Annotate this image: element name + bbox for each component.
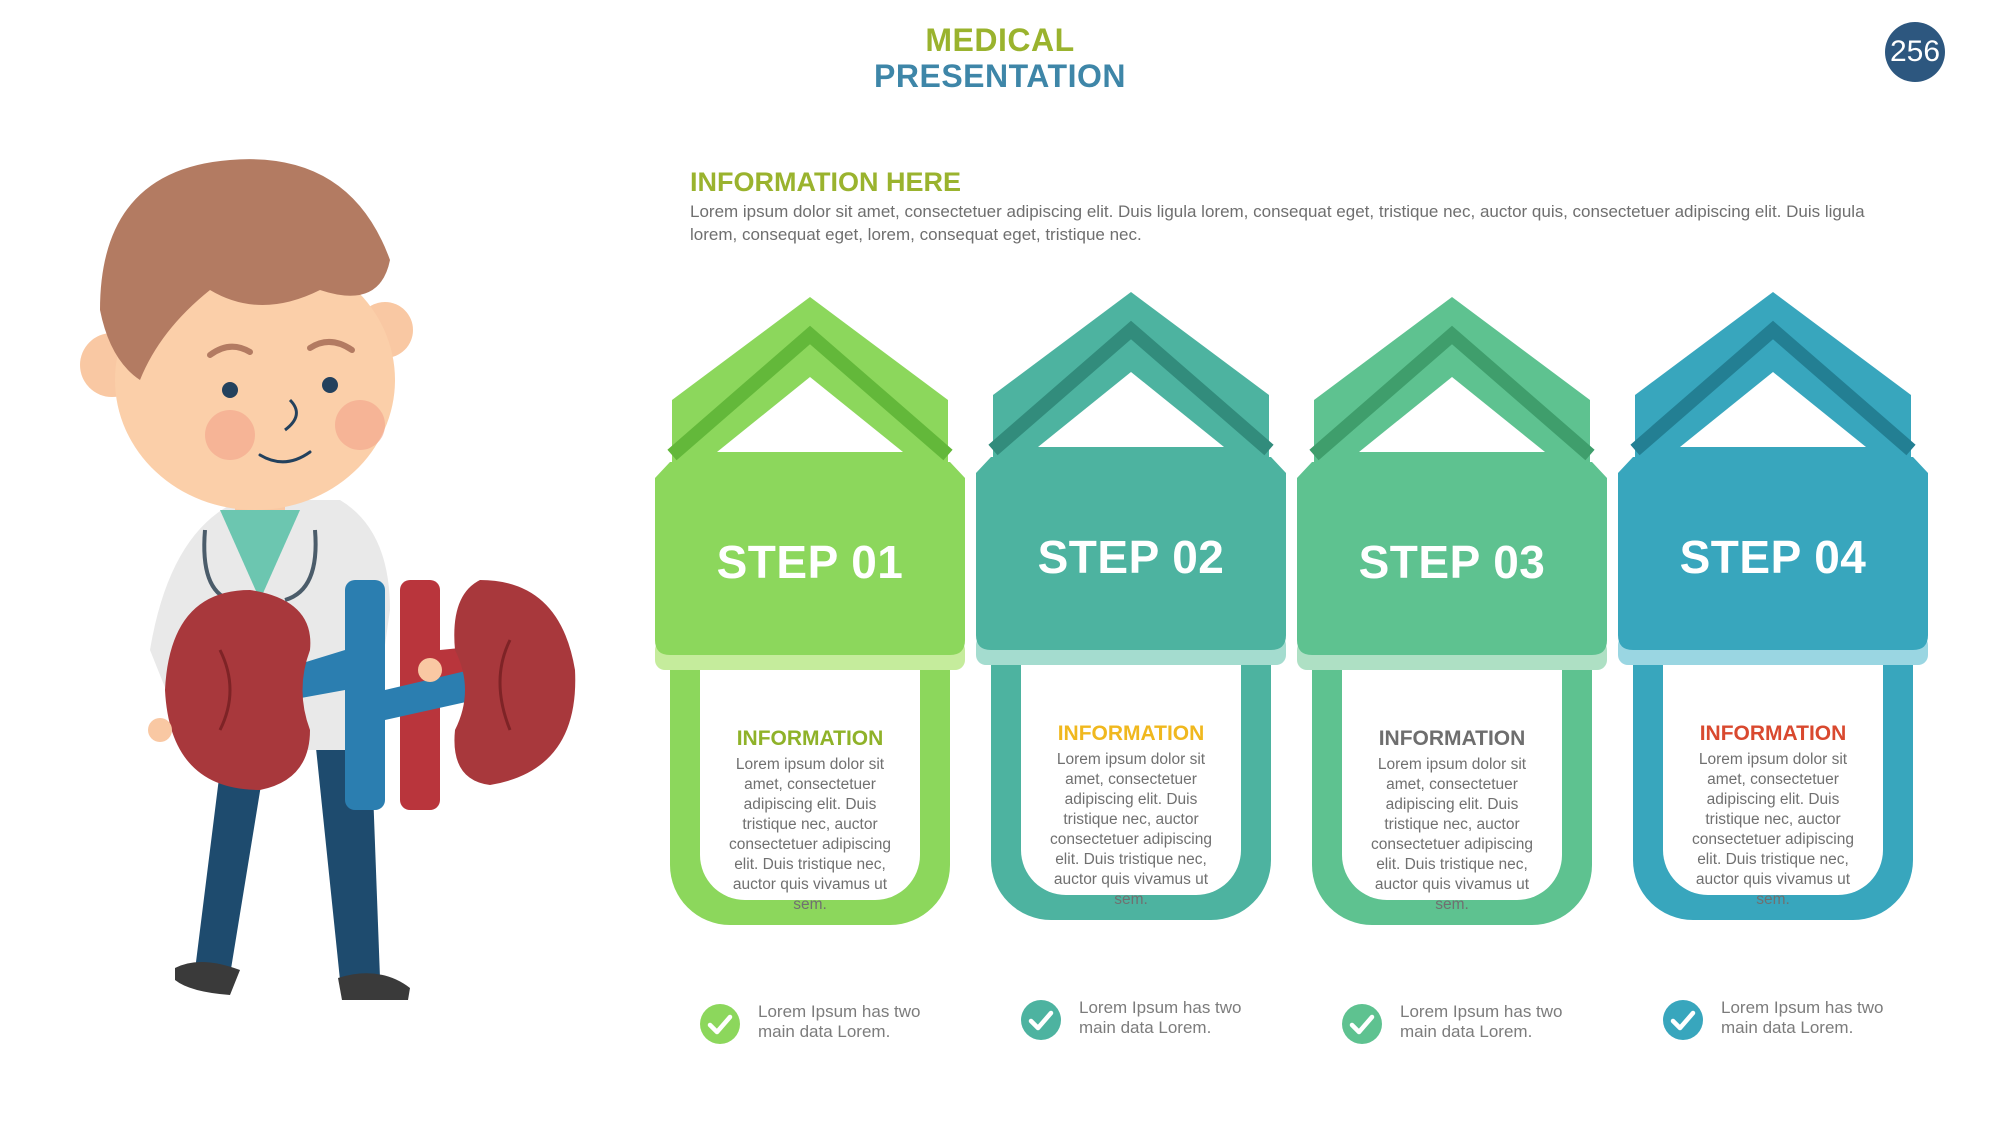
step-3-info-heading: INFORMATION: [1378, 727, 1526, 750]
step-label-3: STEP 03: [1358, 536, 1546, 588]
step-2-note: Lorem Ipsum has two main data Lorem.: [1079, 998, 1242, 1037]
step-3-info-body: Lorem ipsum dolor sit amet, consectetuer…: [1371, 756, 1533, 913]
step-4-card-inner: [1663, 595, 1883, 895]
step-4-roof-window: [1680, 372, 1866, 447]
step-2-roof-stripe: [988, 320, 1274, 456]
title-line-1: MEDICAL: [925, 22, 1075, 58]
step-3-note: Lorem Ipsum has two main data Lorem.: [1400, 1002, 1563, 1041]
step-4-info-body: Lorem ipsum dolor sit amet, consectetuer…: [1692, 751, 1854, 908]
step-1-info-body: Lorem ipsum dolor sit amet, consectetuer…: [729, 756, 891, 913]
step-1-roof-stripe: [667, 325, 953, 461]
info-heading: INFORMATION HERE: [690, 167, 961, 197]
step-4-info-heading: INFORMATION: [1699, 722, 1847, 745]
check-circle-icon: [1021, 1000, 1061, 1040]
step-label-2: STEP 02: [1037, 531, 1225, 583]
step-2-roof-window: [1038, 372, 1224, 447]
check-circle-icon: [700, 1004, 740, 1044]
step-label-1: STEP 01: [716, 536, 904, 588]
check-circle-icon: [1342, 1004, 1382, 1044]
step-2-info-heading: INFORMATION: [1057, 722, 1205, 745]
step-2-block: [976, 457, 1286, 650]
step-3-card-inner: [1342, 600, 1562, 900]
step-4-roof-stripe: [1630, 320, 1916, 456]
title-line-2: PRESENTATION: [874, 58, 1126, 94]
step-1-info-heading: INFORMATION: [736, 727, 884, 750]
step-2-info-body: Lorem ipsum dolor sit amet, consectetuer…: [1050, 751, 1212, 908]
step-3-block: [1297, 462, 1607, 655]
doctor-kidneys-illustration: [80, 159, 576, 1000]
check-circle-icon: [1663, 1000, 1703, 1040]
step-4-block: [1618, 457, 1928, 650]
info-body: Lorem ipsum dolor sit amet, consectetuer…: [690, 202, 1865, 244]
step-1-roof-window: [717, 377, 903, 452]
step-2-card-inner: [1021, 595, 1241, 895]
step-4-note: Lorem Ipsum has two main data Lorem.: [1721, 998, 1884, 1037]
page-number-badge: 256: [1885, 22, 1945, 82]
step-1-block: [655, 462, 965, 655]
step-3-roof-window: [1359, 377, 1545, 452]
step-label-4: STEP 04: [1679, 531, 1867, 583]
step-1-note: Lorem Ipsum has two main data Lorem.: [758, 1002, 921, 1041]
step-1-card-inner: [700, 600, 920, 900]
step-3-roof-stripe: [1309, 325, 1595, 461]
